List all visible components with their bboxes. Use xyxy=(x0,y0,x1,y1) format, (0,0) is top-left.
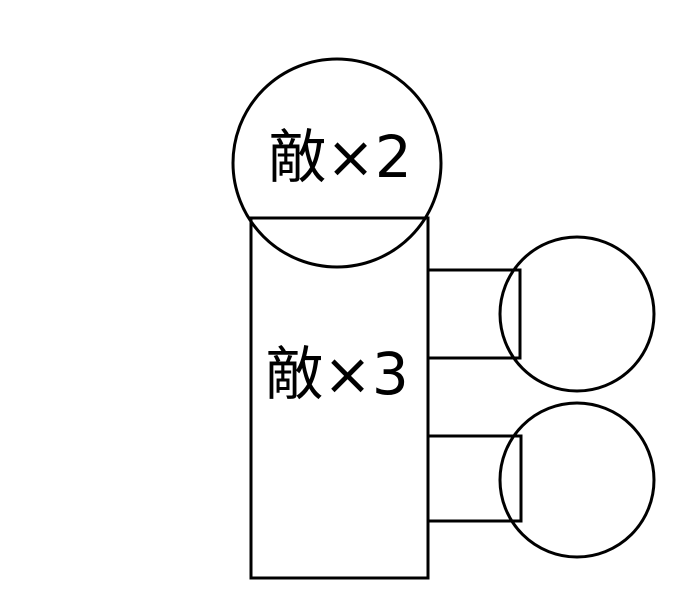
main-rectangle xyxy=(249,216,430,580)
upper-right-circle xyxy=(498,235,656,393)
top-circle xyxy=(231,57,443,269)
upper-connector xyxy=(426,268,522,360)
lower-connector xyxy=(426,434,523,523)
main-rect-label: 敵×3 xyxy=(265,340,409,408)
lower-right-circle xyxy=(498,401,656,559)
top-circle-label: 敵×2 xyxy=(268,123,412,191)
